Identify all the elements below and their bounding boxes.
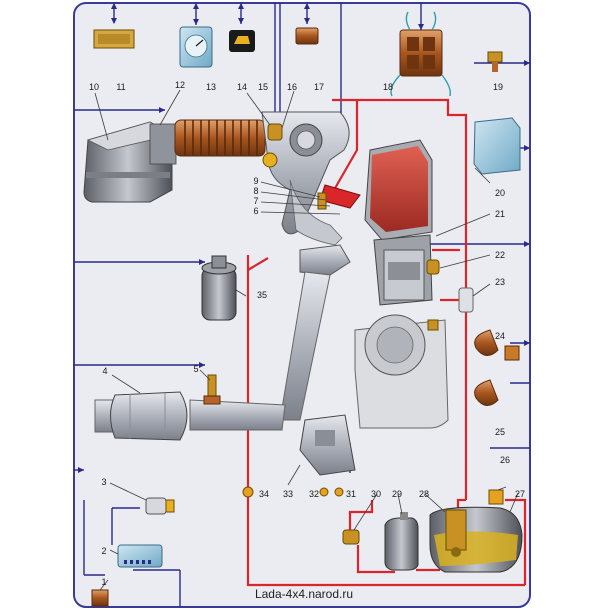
idle-air-valve bbox=[267, 123, 283, 141]
tachometer-gauge bbox=[179, 26, 213, 68]
label-10: 10 bbox=[89, 82, 99, 92]
label-35: 35 bbox=[257, 290, 267, 300]
component-labels: 1 2 3 4 5 6 7 8 9 10 11 12 13 14 15 16 1… bbox=[89, 80, 525, 587]
exhaust-pipe bbox=[94, 244, 351, 433]
fuel-rail-injectors bbox=[317, 184, 361, 210]
control-block-2 bbox=[117, 544, 163, 568]
air-filter bbox=[83, 121, 177, 203]
label-15: 15 bbox=[258, 82, 268, 92]
ignition-coil-top bbox=[474, 329, 520, 361]
fuel-level-sensor bbox=[488, 489, 504, 505]
label-11: 11 bbox=[116, 82, 125, 92]
diagnostic-connector bbox=[93, 29, 135, 49]
label-13: 13 bbox=[206, 82, 216, 92]
label-31: 31 bbox=[346, 489, 356, 499]
label-12: 12 bbox=[175, 80, 185, 90]
fuel-line-valve-34 bbox=[242, 486, 254, 498]
fuel-pressure-regulator bbox=[299, 414, 356, 476]
coolant-temp-sensor bbox=[426, 259, 440, 275]
label-20: 20 bbox=[495, 188, 505, 198]
purge-valve bbox=[342, 529, 360, 545]
check-valve-31 bbox=[334, 487, 344, 497]
throttle-position-sensor bbox=[262, 152, 278, 168]
fuel-tank bbox=[429, 506, 523, 573]
label-9: 9 bbox=[253, 176, 258, 186]
label-26: 26 bbox=[500, 455, 510, 465]
label-3: 3 bbox=[101, 477, 106, 487]
label-33: 33 bbox=[283, 489, 293, 499]
label-14: 14 bbox=[237, 82, 247, 92]
fuel-filter bbox=[458, 287, 474, 313]
watermark-text: Lada-4x4.narod.ru bbox=[255, 587, 353, 601]
wire-arrows bbox=[78, 3, 530, 473]
label-32: 32 bbox=[309, 489, 319, 499]
fuse-1 bbox=[91, 589, 109, 607]
sensor-3 bbox=[145, 497, 175, 515]
label-24: 24 bbox=[495, 331, 505, 341]
label-27: 27 bbox=[515, 489, 525, 499]
relay bbox=[295, 27, 319, 45]
label-5: 5 bbox=[193, 364, 198, 374]
label-25: 25 bbox=[495, 427, 505, 437]
intake-hose bbox=[174, 119, 266, 157]
label-19: 19 bbox=[493, 82, 503, 92]
evap-canister bbox=[384, 512, 419, 571]
label-1: 1 bbox=[101, 577, 106, 587]
label-28: 28 bbox=[419, 489, 429, 499]
label-29: 29 bbox=[392, 489, 402, 499]
oxygen-sensor bbox=[203, 374, 221, 405]
catalytic-converter bbox=[110, 391, 188, 441]
intake-manifold bbox=[261, 111, 350, 246]
engine-block bbox=[354, 139, 449, 429]
valve-32 bbox=[319, 487, 329, 497]
speed-sensor bbox=[487, 51, 503, 72]
label-2: 2 bbox=[101, 546, 106, 556]
label-16: 16 bbox=[287, 82, 297, 92]
label-6: 6 bbox=[253, 206, 258, 216]
label-18: 18 bbox=[383, 82, 393, 92]
crankshaft-sensor bbox=[427, 319, 439, 331]
label-30: 30 bbox=[371, 489, 381, 499]
label-23: 23 bbox=[495, 277, 505, 287]
label-7: 7 bbox=[253, 196, 258, 206]
check-engine-lamp bbox=[229, 30, 255, 52]
fuel-pump bbox=[445, 509, 467, 557]
label-34: 34 bbox=[259, 489, 269, 499]
ignition-coil-bottom bbox=[474, 379, 499, 406]
leader-lines bbox=[94, 89, 519, 591]
label-4: 4 bbox=[102, 366, 107, 376]
ignition-module bbox=[201, 255, 237, 321]
ecu-module bbox=[390, 11, 452, 97]
label-8: 8 bbox=[253, 186, 258, 196]
label-21: 21 bbox=[495, 209, 505, 219]
label-22: 22 bbox=[495, 250, 505, 260]
control-unit bbox=[473, 117, 521, 175]
label-17: 17 bbox=[314, 82, 324, 92]
